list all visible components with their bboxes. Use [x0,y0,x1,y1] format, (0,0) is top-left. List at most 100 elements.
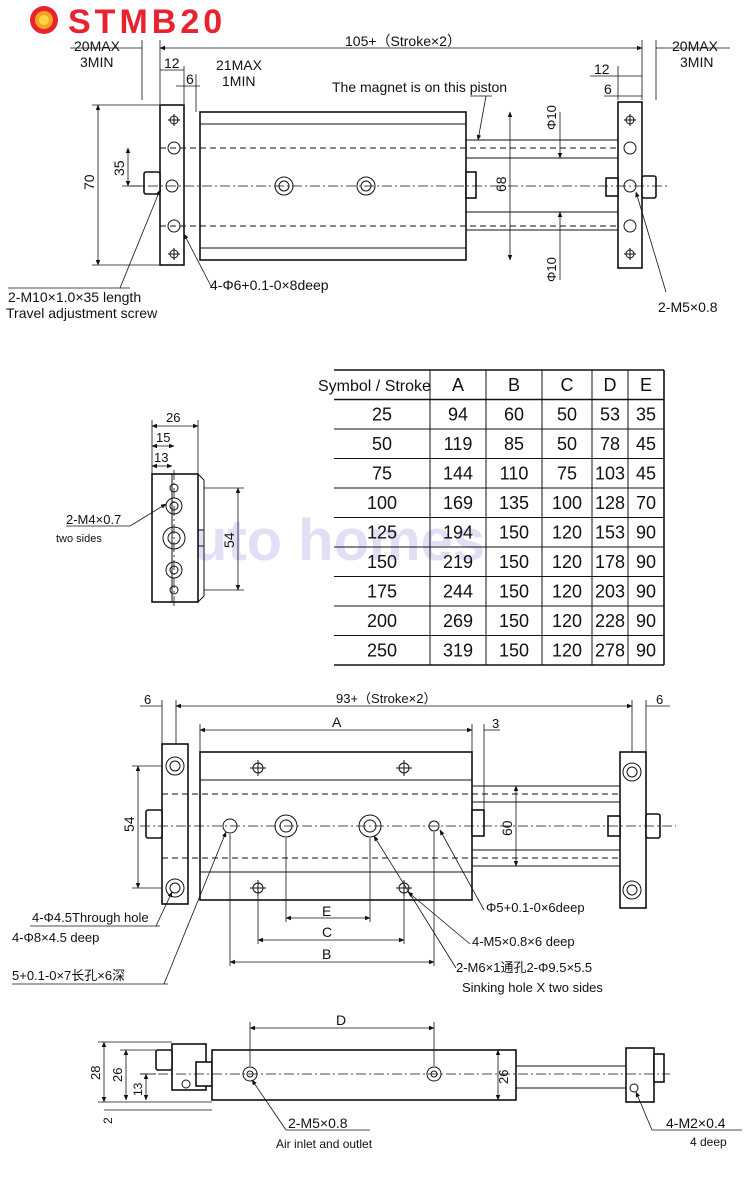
dim-6-front-right: 6 [656,692,663,707]
table-cell: 269 [443,611,473,631]
top-view: 20MAX 3MIN 105+（Stroke×2） 20MAX 3MIN 12 … [6,33,730,321]
m5-thread-note: 4-M5×0.8×6 deep [472,934,575,949]
table-cell: 278 [595,640,625,660]
table-cell: 120 [552,552,582,572]
page-title: STMB20 [68,3,226,41]
table-header-cell: E [640,375,652,395]
front-view: 6 93+（Stroke×2） 6 A 3 54 60 E C B 4-Φ4.5… [12,691,676,995]
table-cell: 103 [595,463,625,483]
m2-note: 4-M2×0.4 [666,1115,726,1131]
table-cell: 144 [443,463,473,483]
table-cell: 319 [443,640,473,660]
table-cell: 178 [595,552,625,572]
dim-35: 35 [111,160,127,176]
table-header-cell: B [508,375,520,395]
table-cell: 90 [636,552,656,572]
thru-hole-note: 4-Φ4.5Through hole [32,910,149,925]
table-cell: 50 [557,434,577,454]
counterbore-note: 4-Φ8×4.5 deep [12,930,99,945]
table-cell: 35 [636,404,656,424]
table-cell: 45 [636,463,656,483]
dim-3min-left: 3MIN [80,54,113,70]
dim-phi10-top: Φ10 [544,105,559,130]
dim-21max: 21MAX [216,57,263,73]
table-cell: 228 [595,611,625,631]
table-cell: 110 [500,463,529,483]
watermark: Auto homes [150,508,485,573]
dim-26-right: 26 [496,1070,511,1084]
dim-26-bottom: 26 [110,1068,125,1082]
table-cell: 94 [448,404,468,424]
dim-60-front: 60 [499,820,515,836]
table-cell: 53 [600,404,620,424]
table-cell: 150 [499,522,529,542]
magnet-note: The magnet is on this piston [332,79,507,95]
dim-12-right: 12 [594,61,610,77]
table-cell: 150 [499,581,529,601]
table-cell: 169 [443,493,473,513]
table-cell: 120 [552,640,582,660]
screw-note-2: Travel adjustment screw [6,305,158,321]
table-cell: 78 [600,434,620,454]
dim-6-left: 6 [186,71,194,87]
table-cell: 45 [636,434,656,454]
dim-6-front-left: 6 [144,692,151,707]
table-cell: 150 [499,640,529,660]
m4-note: 2-M4×0.7 [66,512,121,527]
m6-thread-note: 2-M6×1通孔2-Φ9.5×5.5 [456,960,592,975]
table-header-cell: D [604,375,617,395]
dim-13-bottom: 13 [131,1082,145,1096]
hole-note: 4-Φ6+0.1-0×8deep [210,277,329,293]
table-cell: 128 [595,493,625,513]
bottom-view: D 28 26 13 2 26 2-M5×0.8 Air inlet and o… [88,1012,742,1151]
dim-26-side: 26 [166,410,180,425]
dim-13-side: 13 [154,450,168,465]
dim-2-bottom: 2 [101,1117,115,1124]
title-block: STMB20 [30,3,226,41]
table-cell: 150 [499,611,529,631]
dim-70: 70 [81,174,97,190]
table-cell: 75 [557,463,577,483]
table-cell: 150 [499,552,529,572]
dim-20max-left: 20MAX [74,38,121,54]
dim-C: C [322,924,332,940]
table-cell: 70 [636,493,656,513]
table-header-cell: Symbol / Stroke [318,378,431,395]
table-cell: 119 [444,434,473,454]
dim-20max-right: 20MAX [672,38,719,54]
table-cell: 50 [372,434,392,454]
slot-note: 5+0.1-0×7长孔×6深 [12,968,125,983]
table-cell: 100 [552,493,582,513]
dim-1min: 1MIN [222,73,255,89]
table-cell: 219 [443,552,473,572]
dim-54-front: 54 [121,816,137,832]
table-cell: 60 [504,404,524,424]
table-cell: 85 [504,434,524,454]
table-cell: 100 [367,493,397,513]
table-cell: 135 [499,493,529,513]
table-cell: 75 [372,463,392,483]
dim-A: A [332,714,342,730]
m2-note-2: 4 deep [690,1135,727,1149]
dim-B: B [322,946,331,962]
dim-6-right: 6 [604,81,612,97]
dim-68: 68 [493,176,509,192]
table-header-cell: C [561,375,574,395]
table-cell: 153 [595,522,625,542]
table-cell: 90 [636,581,656,601]
table-header-cell: A [452,375,464,395]
dim-phi10-bot: Φ10 [544,257,559,282]
table-cell: 194 [443,522,473,542]
air-port-note: 2-M5×0.8 [288,1115,348,1131]
table-cell: 50 [557,404,577,424]
m4-note-2: two sides [56,533,102,545]
table-cell: 250 [367,640,397,660]
dim-stroke-top: 105+（Stroke×2） [345,33,461,49]
table-cell: 90 [636,611,656,631]
dim-3: 3 [492,716,499,731]
air-port-note-2: Air inlet and outlet [276,1137,373,1151]
table-cell: 90 [636,522,656,542]
table-cell: 125 [367,522,397,542]
